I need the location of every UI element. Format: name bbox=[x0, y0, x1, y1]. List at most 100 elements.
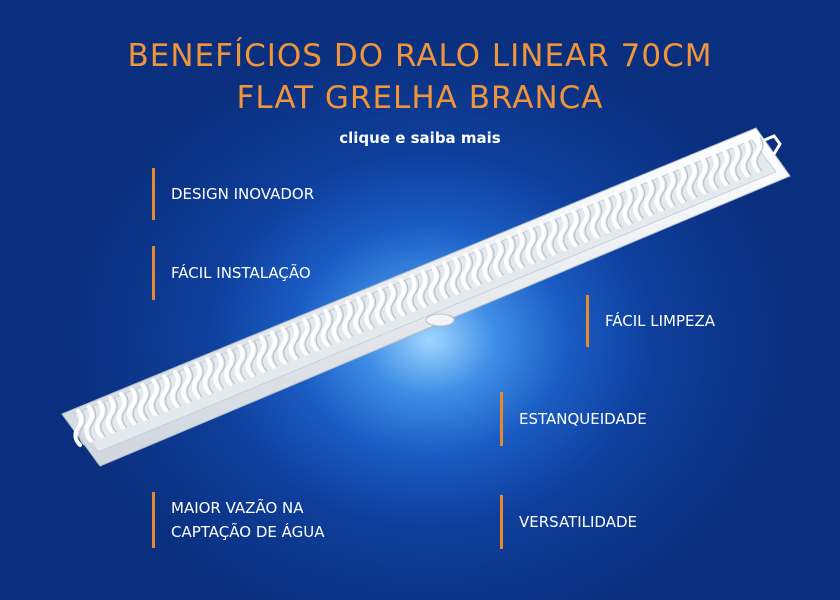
grate-slot-shadow bbox=[240, 345, 248, 381]
grate-slot bbox=[633, 182, 643, 221]
grate-slot bbox=[127, 387, 137, 426]
grate-slot bbox=[740, 139, 751, 178]
benefit-label-line1: MAIOR VAZÃO NA bbox=[171, 499, 304, 517]
grate-slot-shadow bbox=[283, 328, 291, 363]
grate-slot-shadow bbox=[186, 367, 194, 402]
page-title-line2: FLAT GRELHA BRANCA bbox=[236, 80, 604, 116]
grate-slot bbox=[234, 343, 245, 382]
grate-slot-shadow bbox=[229, 349, 237, 385]
grate-slot-shadow bbox=[111, 397, 118, 433]
learn-more-link[interactable]: clique e saiba mais bbox=[339, 129, 501, 147]
grate-slot bbox=[116, 391, 127, 430]
benefit-maior-vazao: MAIOR VAZÃO NA CAPTAÇÃO DE ÁGUA bbox=[152, 492, 324, 548]
grate-slot bbox=[428, 265, 439, 304]
benefit-label-line2: CAPTAÇÃO DE ÁGUA bbox=[171, 523, 325, 541]
grate-slot bbox=[460, 252, 471, 291]
grate-slot-shadow bbox=[530, 227, 538, 263]
benefit-label: FÁCIL LIMPEZA bbox=[605, 312, 716, 330]
grate-slot-shadow bbox=[380, 288, 387, 324]
grate-slot-shadow bbox=[573, 210, 581, 246]
grate-slot bbox=[407, 274, 417, 313]
grate-slot-shadow bbox=[692, 162, 700, 198]
grate-slot bbox=[708, 152, 718, 191]
benefit-versatilidade: VERSATILIDADE bbox=[500, 495, 637, 549]
grate-slot bbox=[331, 304, 342, 343]
grate-slot-shadow bbox=[455, 258, 463, 294]
grate-slot-shadow bbox=[434, 267, 441, 302]
grate-slot-shadow bbox=[272, 332, 280, 368]
grate-slot-shadow bbox=[563, 214, 570, 250]
grate-slot-shadow bbox=[606, 197, 613, 233]
grate-slot bbox=[729, 143, 740, 182]
grate-slot bbox=[277, 326, 288, 365]
grate-slot-shadow bbox=[154, 380, 161, 415]
grate-slot-shadow bbox=[681, 167, 689, 202]
grate-slot bbox=[256, 335, 266, 374]
grate-slot-shadow bbox=[638, 184, 646, 220]
grate-slot bbox=[288, 322, 299, 361]
grate-slot-shadow bbox=[724, 149, 732, 185]
grate-slot-shadow bbox=[337, 306, 344, 342]
grate-slot bbox=[94, 400, 105, 439]
grate-slot-shadow bbox=[294, 323, 301, 359]
grate-slot-shadow bbox=[466, 254, 474, 289]
grate-slot bbox=[310, 313, 320, 352]
grate-slot bbox=[148, 378, 159, 417]
grate-slot-shadow bbox=[735, 145, 743, 181]
grate-slot bbox=[665, 169, 675, 208]
grate-slot-shadow bbox=[369, 293, 377, 328]
grate-slot-shadow bbox=[143, 384, 151, 420]
grate-slot-shadow bbox=[100, 401, 108, 437]
grate-slot-shadow bbox=[703, 158, 710, 194]
grate-slot bbox=[320, 308, 331, 347]
grate-slot bbox=[751, 135, 761, 173]
grate-slot-shadow bbox=[423, 271, 430, 307]
grate-slot-shadow bbox=[390, 284, 398, 320]
grate-slots bbox=[73, 135, 764, 447]
grate-slot-shadow bbox=[756, 136, 764, 172]
grate-slot-shadow bbox=[326, 310, 334, 346]
benefit-estanqueidade: ESTANQUEIDADE bbox=[500, 392, 647, 446]
grate-slot bbox=[73, 409, 83, 447]
grate-slot-shadow bbox=[304, 319, 312, 355]
grate-slot-shadow bbox=[660, 175, 667, 211]
grate-slot bbox=[611, 191, 622, 230]
grate-slot bbox=[353, 295, 363, 334]
grate-slot bbox=[105, 395, 116, 434]
grate-slot bbox=[568, 208, 579, 247]
grate-slot bbox=[191, 361, 202, 400]
grate-slot bbox=[546, 217, 557, 256]
grate-slot bbox=[439, 261, 449, 300]
benefit-facil-limpeza: FÁCIL LIMPEZA bbox=[586, 295, 715, 347]
grate-slot bbox=[471, 248, 482, 287]
grate-slot-shadow bbox=[197, 362, 204, 398]
grate-slot bbox=[643, 178, 654, 217]
grate-slot-shadow bbox=[746, 141, 753, 176]
grate-slot-shadow bbox=[315, 314, 323, 350]
grate-slot bbox=[417, 269, 428, 308]
grate-slot-shadow bbox=[584, 206, 592, 241]
grate-slot-shadow bbox=[261, 336, 269, 372]
grate-slot bbox=[385, 282, 396, 321]
grate-slot bbox=[213, 352, 223, 391]
grate-slot bbox=[138, 382, 148, 421]
grate-slot-shadow bbox=[78, 410, 86, 446]
grate-slot bbox=[525, 226, 535, 265]
grate-slot bbox=[342, 300, 353, 339]
benefit-design-inovador: DESIGN INOVADOR bbox=[152, 168, 314, 220]
grate-slot bbox=[600, 195, 611, 234]
grate-slot bbox=[482, 243, 492, 282]
grate-slot-shadow bbox=[175, 371, 183, 407]
grate-slot bbox=[374, 287, 385, 326]
grate-slot-shadow bbox=[595, 201, 603, 237]
grate-slot bbox=[364, 291, 374, 330]
benefit-label: FÁCIL INSTALAÇÃO bbox=[171, 264, 311, 282]
grate-slot bbox=[514, 230, 525, 269]
grate-slot bbox=[245, 339, 256, 378]
grate-slot-shadow bbox=[347, 301, 355, 337]
drain-outlet bbox=[425, 313, 455, 327]
grate-slot bbox=[159, 374, 170, 413]
grate-slot-shadow bbox=[358, 297, 366, 333]
grate-slot-shadow bbox=[713, 154, 721, 189]
